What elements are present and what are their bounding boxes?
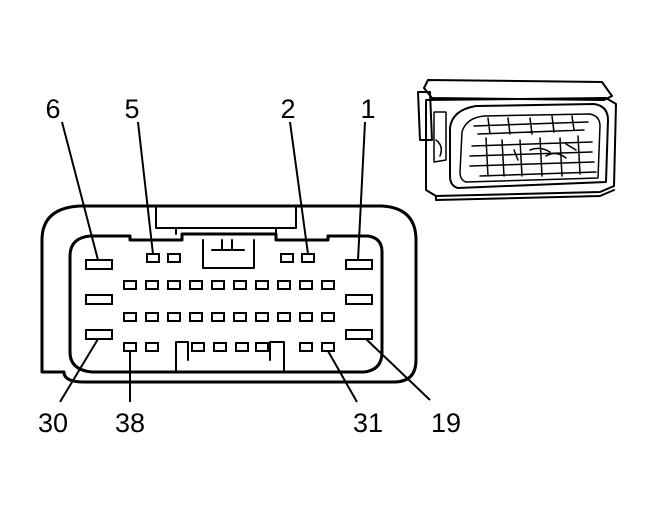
terminal-slot bbox=[211, 312, 225, 322]
terminal-slots bbox=[85, 253, 373, 352]
pin-label-1: 1 bbox=[360, 94, 375, 124]
pin-label-38: 38 bbox=[115, 408, 145, 438]
terminal-slot bbox=[233, 312, 247, 322]
terminal-slot bbox=[345, 294, 373, 305]
iso-cavity-top bbox=[473, 115, 589, 135]
connector-isometric-view bbox=[417, 79, 617, 201]
terminal-slot bbox=[255, 280, 269, 290]
terminal-slot bbox=[235, 342, 249, 352]
iso-cavity-lower bbox=[469, 143, 597, 177]
leader-line-30 bbox=[59, 338, 99, 403]
leader-line-2 bbox=[289, 121, 309, 255]
pin-label-30: 30 bbox=[38, 408, 68, 438]
terminal-slot bbox=[85, 329, 113, 340]
iso-cavity-middle bbox=[469, 135, 593, 177]
pin-labels: 6 5 2 1 30 38 31 19 bbox=[38, 94, 461, 438]
iso-bottom-edge bbox=[435, 189, 615, 201]
terminal-slot bbox=[321, 280, 335, 290]
terminal-slot bbox=[277, 280, 291, 290]
terminal-slot bbox=[167, 253, 181, 263]
connector-top-latch bbox=[155, 205, 297, 235]
connector-lower-key-right bbox=[269, 341, 285, 373]
leader-lines bbox=[59, 121, 431, 403]
leader-line-6 bbox=[61, 121, 99, 261]
terminal-slot bbox=[277, 312, 291, 322]
leader-line-31 bbox=[327, 350, 358, 403]
terminal-slot bbox=[299, 312, 313, 322]
pin-label-5: 5 bbox=[124, 94, 139, 124]
connector-lower-key-left bbox=[175, 341, 189, 373]
terminal-slot bbox=[301, 253, 315, 263]
terminal-slot bbox=[145, 280, 159, 290]
iso-front-frame bbox=[449, 103, 609, 189]
connector-center-key bbox=[202, 239, 255, 269]
terminal-slot bbox=[233, 280, 247, 290]
terminal-slot bbox=[255, 312, 269, 322]
pin-label-31: 31 bbox=[353, 408, 383, 438]
iso-side-clip bbox=[433, 111, 447, 163]
iso-main-body bbox=[425, 97, 617, 197]
terminal-slot bbox=[191, 342, 205, 352]
terminal-slot bbox=[123, 280, 137, 290]
iso-top-cover bbox=[423, 79, 613, 101]
leader-line-1 bbox=[357, 121, 366, 261]
terminal-slot bbox=[211, 280, 225, 290]
iso-front-inner bbox=[459, 113, 601, 183]
terminal-slot bbox=[146, 253, 160, 263]
connector-face bbox=[40, 204, 418, 384]
terminal-slot bbox=[213, 342, 227, 352]
terminal-slot bbox=[321, 342, 335, 352]
terminal-slot bbox=[85, 259, 113, 270]
terminal-slot bbox=[167, 280, 181, 290]
terminal-slot bbox=[321, 312, 335, 322]
terminal-slot bbox=[189, 280, 203, 290]
terminal-slot bbox=[85, 294, 113, 305]
connector-outer-housing bbox=[40, 204, 418, 384]
terminal-slot bbox=[299, 342, 313, 352]
leader-line-5 bbox=[137, 121, 154, 255]
connector-inner-cavity bbox=[68, 232, 384, 374]
terminal-slot bbox=[345, 329, 373, 340]
terminal-slot bbox=[123, 312, 137, 322]
pin-label-6: 6 bbox=[45, 94, 60, 124]
terminal-slot bbox=[167, 312, 181, 322]
iso-left-panel bbox=[417, 91, 433, 141]
terminal-slot bbox=[189, 312, 203, 322]
terminal-slot bbox=[255, 342, 269, 352]
pin-label-19: 19 bbox=[431, 408, 461, 438]
terminal-slot bbox=[145, 312, 159, 322]
terminal-slot bbox=[345, 259, 373, 270]
terminal-slot bbox=[145, 342, 159, 352]
terminal-slot bbox=[123, 342, 137, 352]
terminal-slot bbox=[299, 280, 313, 290]
leader-line-19 bbox=[365, 338, 431, 401]
pin-label-2: 2 bbox=[280, 94, 295, 124]
terminal-slot bbox=[280, 253, 294, 263]
